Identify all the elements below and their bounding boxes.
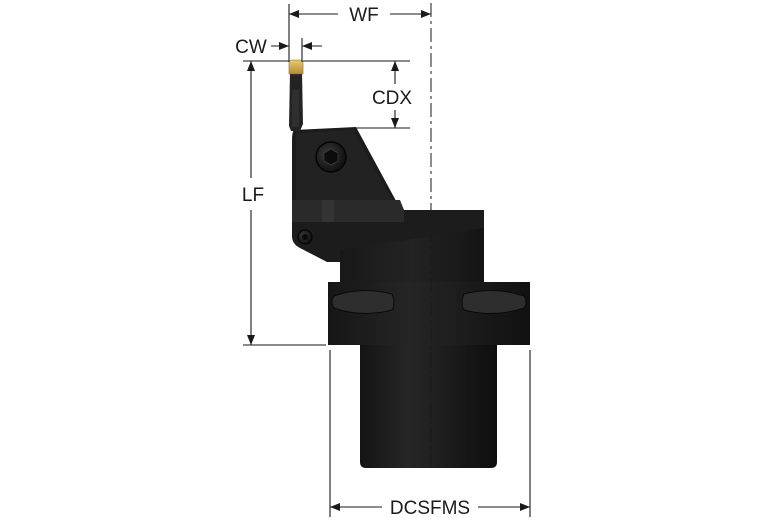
dimension-lines: [243, 4, 531, 517]
tool-body: [288, 59, 530, 468]
clamp-ridge: [292, 200, 404, 222]
ridge-notch: [322, 200, 334, 222]
coolant-screw-socket: [302, 234, 308, 240]
lf-label: LF: [242, 185, 264, 206]
clamp-face: [296, 130, 396, 207]
shank: [360, 345, 497, 468]
wf-label: WF: [349, 5, 379, 26]
cw-label: CW: [235, 37, 267, 58]
blade-highlight: [292, 90, 299, 127]
cdx-label: CDX: [372, 88, 412, 109]
flange-key-right: [461, 290, 527, 314]
insert-tip: [288, 59, 304, 75]
hex-socket-icon: [323, 148, 339, 166]
flange-key-left: [331, 290, 395, 314]
dcsfms-label: DCSFMS: [390, 498, 470, 519]
